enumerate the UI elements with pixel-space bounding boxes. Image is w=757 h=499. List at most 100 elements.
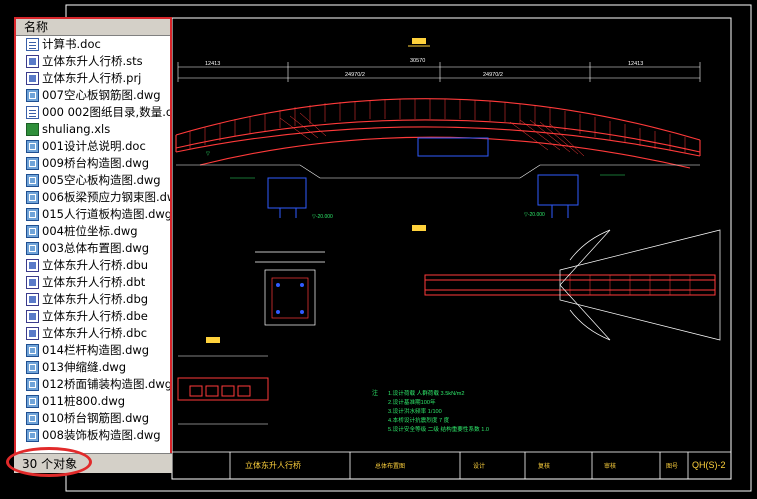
title-block-frame [171,451,732,480]
file-item[interactable]: 014栏杆构造图.dwg [16,342,170,359]
status-bar: 30 个对象 [14,453,172,473]
dwg-file-icon [26,191,39,204]
file-item[interactable]: 立体东升人行桥.dbc [16,325,170,342]
ground-line [176,164,700,179]
note-line: 3.设计洪水频率 1/100 [388,407,442,415]
dim-text: 12413 [628,61,643,67]
file-item[interactable]: 015人行道板构造图.dwg [16,206,170,223]
dwg-file-icon [26,378,39,391]
db-file-icon [26,327,39,340]
stair-plan [559,229,721,341]
db-file-icon [26,276,39,289]
file-item[interactable]: 003总体布置图.dwg [16,240,170,257]
dwg-file-icon [26,225,39,238]
file-item[interactable]: 立体东升人行桥.dbe [16,308,170,325]
file-name: 005空心板构造图.dwg [42,173,161,187]
file-name: 001设计总说明.doc [42,139,146,153]
deck-section [177,377,269,401]
dwg-file-icon [26,208,39,221]
object-count: 30 个对象 [22,457,78,471]
file-item[interactable]: 011桩800.dwg [16,393,170,410]
file-item[interactable]: shuliang.xls [16,121,170,138]
dwg-file-icon [26,412,39,425]
svg-text:▽-20.000: ▽-20.000 [524,212,545,218]
file-name: 014栏杆构造图.dwg [42,343,150,357]
xls-file-icon [26,123,39,136]
file-name: 006板梁预应力钢束图.dw [42,190,172,204]
file-name: 立体东升人行桥.dbg [42,292,149,306]
svg-text:▽: ▽ [206,151,210,157]
file-item[interactable]: 013伸缩缝.dwg [16,359,170,376]
file-item[interactable]: 000 002图纸目录,数量.d [16,104,170,121]
title-drawing-label: 图号 [666,463,678,470]
title-project: 立体东升人行桥 [245,460,301,470]
db-file-icon [26,310,39,323]
file-name: 011桩800.dwg [42,394,126,408]
file-name: 立体东升人行桥.dbe [42,309,148,323]
plan-grid [569,275,691,295]
dim-text: 24970/2 [483,72,503,78]
note-line: 2.设计基准期100年 [388,398,436,406]
file-name: 立体东升人行桥.dbu [42,258,149,272]
dwg-file-icon [26,89,39,102]
dwg-file-icon [26,140,39,153]
plan-title-mark [412,225,426,231]
file-item[interactable]: 006板梁预应力钢束图.dw [16,189,170,206]
file-item[interactable]: 009桥台构造图.dwg [16,155,170,172]
design-notes: 1.设计荷载 人群荷载 3.5kN/m2 2.设计基准期100年 3.设计洪水频… [388,389,489,433]
file-name: 计算书.doc [42,37,101,51]
dwg-file-icon [26,174,39,187]
bridge-elevation [175,98,701,169]
title-approver: 审核 [604,462,616,470]
section-dims [178,355,268,425]
dwg-file-icon [26,242,39,255]
file-item[interactable]: 010桥台钢筋图.dwg [16,410,170,427]
note-line: 4.本桥设计抗震烈度 7 度 [388,416,450,424]
file-item[interactable]: 012桥面铺装构造图.dwg [16,376,170,393]
file-name: shuliang.xls [42,122,111,136]
dwg-file-icon [26,429,39,442]
dwg-file-icon [26,157,39,170]
doc-file-icon [26,38,39,51]
file-name: 015人行道板构造图.dwg [42,207,172,221]
file-item[interactable]: 立体东升人行桥.prj [16,70,170,87]
file-item[interactable]: 008装饰板构造图.dwg [16,427,170,444]
file-item[interactable]: 007空心板钢筋图.dwg [16,87,170,104]
note-line: 1.设计荷载 人群荷载 3.5kN/m2 [388,389,464,397]
svg-text:▽-20.000: ▽-20.000 [312,214,333,220]
file-list: 计算书.doc 立体东升人行桥.sts 立体东升人行桥.prj 007空心板钢筋图.d… [16,36,170,444]
file-list-panel: 名称 计算书.doc 立体东升人行桥.sts 立体东升人行桥.prj 007空心板钢筋… [14,17,172,473]
railing-posts [189,99,686,153]
file-item[interactable]: 立体东升人行桥.dbu [16,257,170,274]
file-name: 000 002图纸目录,数量.d [42,105,172,119]
db-file-icon [26,259,39,272]
dwg-file-icon [26,344,39,357]
file-item[interactable]: 001设计总说明.doc [16,138,170,155]
file-name: 004桩位坐标.dwg [42,224,138,238]
dwg-file-icon [26,361,39,374]
file-item[interactable]: 立体东升人行桥.sts [16,53,170,70]
file-item[interactable]: 005空心板构造图.dwg [16,172,170,189]
section-title-mark [206,337,220,343]
dim-text: 24970/2 [345,72,365,78]
file-name: 立体东升人行桥.sts [42,54,143,68]
file-item[interactable]: 立体东升人行桥.dbt [16,274,170,291]
file-name: 立体东升人行桥.dbc [42,326,148,340]
title-designer: 设计 [473,462,485,470]
dim-text: 30570 [410,58,425,64]
file-name: 008装饰板构造图.dwg [42,428,161,442]
file-name: 立体东升人行桥.prj [42,71,142,85]
pier-section [255,251,325,326]
file-item[interactable]: 立体东升人行桥.dbg [16,291,170,308]
file-name: 立体东升人行桥.dbt [42,275,146,289]
sts-file-icon [26,55,39,68]
file-item[interactable]: 004桩位坐标.dwg [16,223,170,240]
column-header-name[interactable]: 名称 [16,19,170,36]
pier-bolts [276,283,304,314]
title-sheet: 总体布置图 [375,462,405,470]
title-checker: 复核 [538,462,550,470]
svg-text:注: 注 [372,389,378,397]
file-item[interactable]: 计算书.doc [16,36,170,53]
file-name: 013伸缩缝.dwg [42,360,127,374]
